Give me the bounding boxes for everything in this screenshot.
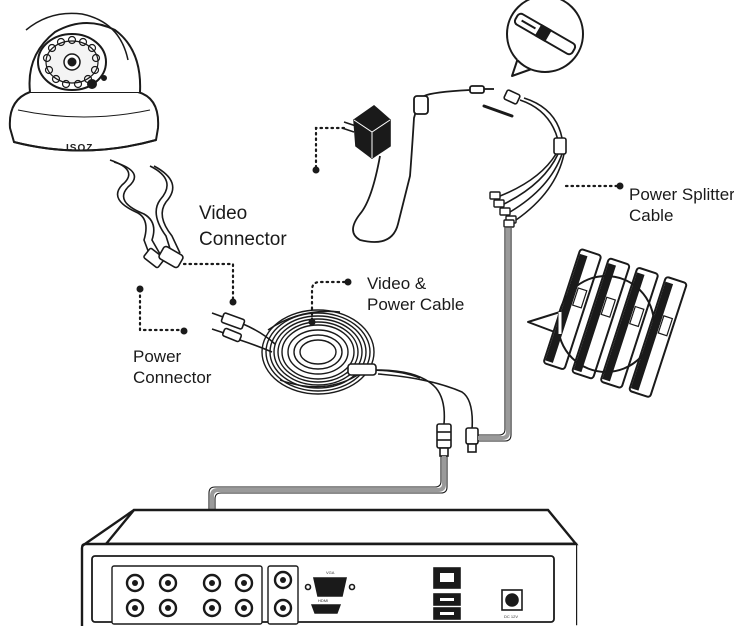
video-connector-label-line2: Connector — [199, 229, 287, 250]
power-connector-label: Power Connector — [133, 346, 211, 388]
dvr-vga-port — [304, 577, 356, 597]
hdmi-label: HDMI — [318, 598, 328, 603]
dvr-dc-port — [501, 589, 523, 611]
cable-to-dvr — [347, 363, 474, 431]
highlighted-connection-outline — [208, 228, 512, 594]
power-connector-label-line2: Connector — [133, 368, 212, 387]
power-splitter-cable-label-line1: Power Splitter — [629, 185, 734, 204]
power-joint — [465, 427, 479, 453]
dvr-bnc-centers — [132, 577, 286, 611]
cable-end-connectors — [211, 312, 276, 353]
adapter-to-splitter-link — [482, 104, 514, 118]
power-splitter-cable — [499, 89, 567, 221]
camera-brand-label: ISOZ — [66, 143, 93, 154]
adapter-cable — [352, 85, 494, 243]
dc-label: DC 12V — [504, 614, 518, 619]
camera-video-connector — [143, 245, 184, 269]
dvr-usb-ports — [433, 593, 461, 620]
bnc-video-connector — [436, 423, 452, 457]
camera-pigtail-cable — [109, 159, 181, 257]
power-splitter-cable-label-line2: Cable — [629, 206, 674, 225]
video-power-cable-label: Video & Power Cable — [367, 273, 464, 315]
plug-magnifier-callout — [506, 0, 584, 77]
leader-dots — [136, 166, 624, 335]
power-connector-label-line1: Power — [133, 347, 182, 366]
splitter-plugs — [489, 191, 517, 228]
coiled-video-power-cable — [261, 309, 375, 395]
highlighted-connection-path — [210, 228, 510, 594]
leader-lines — [138, 126, 620, 332]
vga-label: VGA — [326, 570, 335, 575]
dome-camera — [8, 12, 160, 152]
video-power-cable-label-line1: Video & — [367, 274, 427, 293]
power-adapter — [341, 104, 391, 159]
dvr-hdmi-port — [310, 604, 342, 614]
video-connector-label-line1: Video — [199, 203, 248, 224]
connector-bundle-magnifier — [527, 248, 688, 398]
power-splitter-cable-label: Power Splitter Cable — [629, 184, 734, 226]
video-power-cable-label-line2: Power Cable — [367, 295, 465, 314]
dvr-lan-port — [433, 567, 461, 589]
video-connector-label: Video Connector — [199, 201, 287, 253]
